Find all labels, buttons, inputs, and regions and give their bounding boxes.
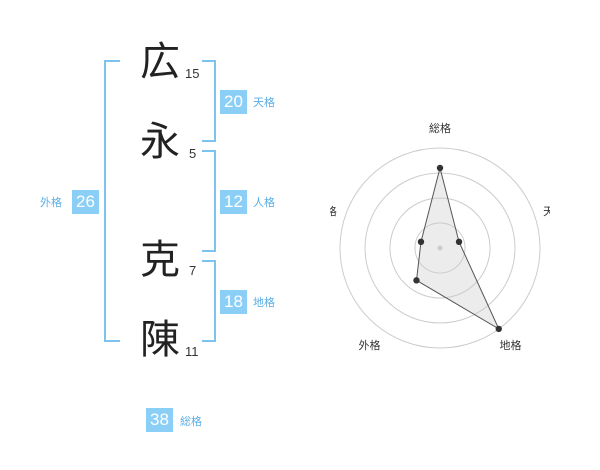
tenkaku-bracket bbox=[202, 60, 216, 142]
chikaku-label: 地格 bbox=[253, 296, 275, 309]
radar-point-3 bbox=[413, 277, 420, 284]
jinkaku-bracket bbox=[202, 150, 216, 252]
gaikaku-label: 外格 bbox=[40, 196, 62, 209]
radar-ring bbox=[389, 197, 491, 299]
stroke-count-4: 11 bbox=[185, 344, 199, 359]
tenkaku-value: 20 bbox=[220, 90, 247, 114]
radar-ring bbox=[414, 222, 466, 274]
radar-point-1 bbox=[455, 238, 463, 246]
name-char-2: 永 bbox=[140, 119, 180, 165]
jinkaku-label: 人格 bbox=[253, 196, 275, 209]
radar-axis-label-4: 人格 bbox=[330, 204, 337, 218]
stroke-count-1: 15 bbox=[185, 66, 200, 81]
radar-axis-label-2: 地格 bbox=[500, 338, 522, 352]
radar-point-0 bbox=[436, 164, 444, 172]
tenkaku-label: 天格 bbox=[253, 96, 275, 109]
radar-ring bbox=[364, 172, 516, 324]
radar-ring bbox=[339, 147, 541, 349]
radar-center bbox=[437, 245, 443, 251]
radar-axis-label-3: 外格 bbox=[358, 338, 380, 352]
name-char-1: 広 bbox=[140, 39, 180, 85]
stroke-count-2: 5 bbox=[189, 146, 197, 161]
stroke-count-3: 7 bbox=[189, 263, 197, 278]
soukaku-value: 38 bbox=[146, 408, 173, 432]
soukaku-label: 総格 bbox=[180, 415, 202, 428]
chikaku-value: 18 bbox=[220, 290, 247, 314]
gaikaku-bracket bbox=[104, 60, 120, 342]
radar-axis-label-0: 総格 bbox=[429, 121, 451, 135]
radar-point-2 bbox=[495, 325, 502, 333]
chikaku-bracket bbox=[202, 260, 216, 342]
gaikaku-value: 26 bbox=[72, 190, 99, 214]
jinkaku-value: 12 bbox=[220, 190, 247, 214]
name-char-4: 陳 bbox=[140, 317, 180, 363]
radar-axis-label-1: 天格 bbox=[543, 204, 550, 218]
radar-chart: 総格天格地格 外格 人格 bbox=[330, 121, 550, 352]
radar-series-area bbox=[415, 167, 500, 331]
radar-point-4 bbox=[417, 238, 425, 246]
name-char-3: 克 bbox=[140, 237, 180, 283]
